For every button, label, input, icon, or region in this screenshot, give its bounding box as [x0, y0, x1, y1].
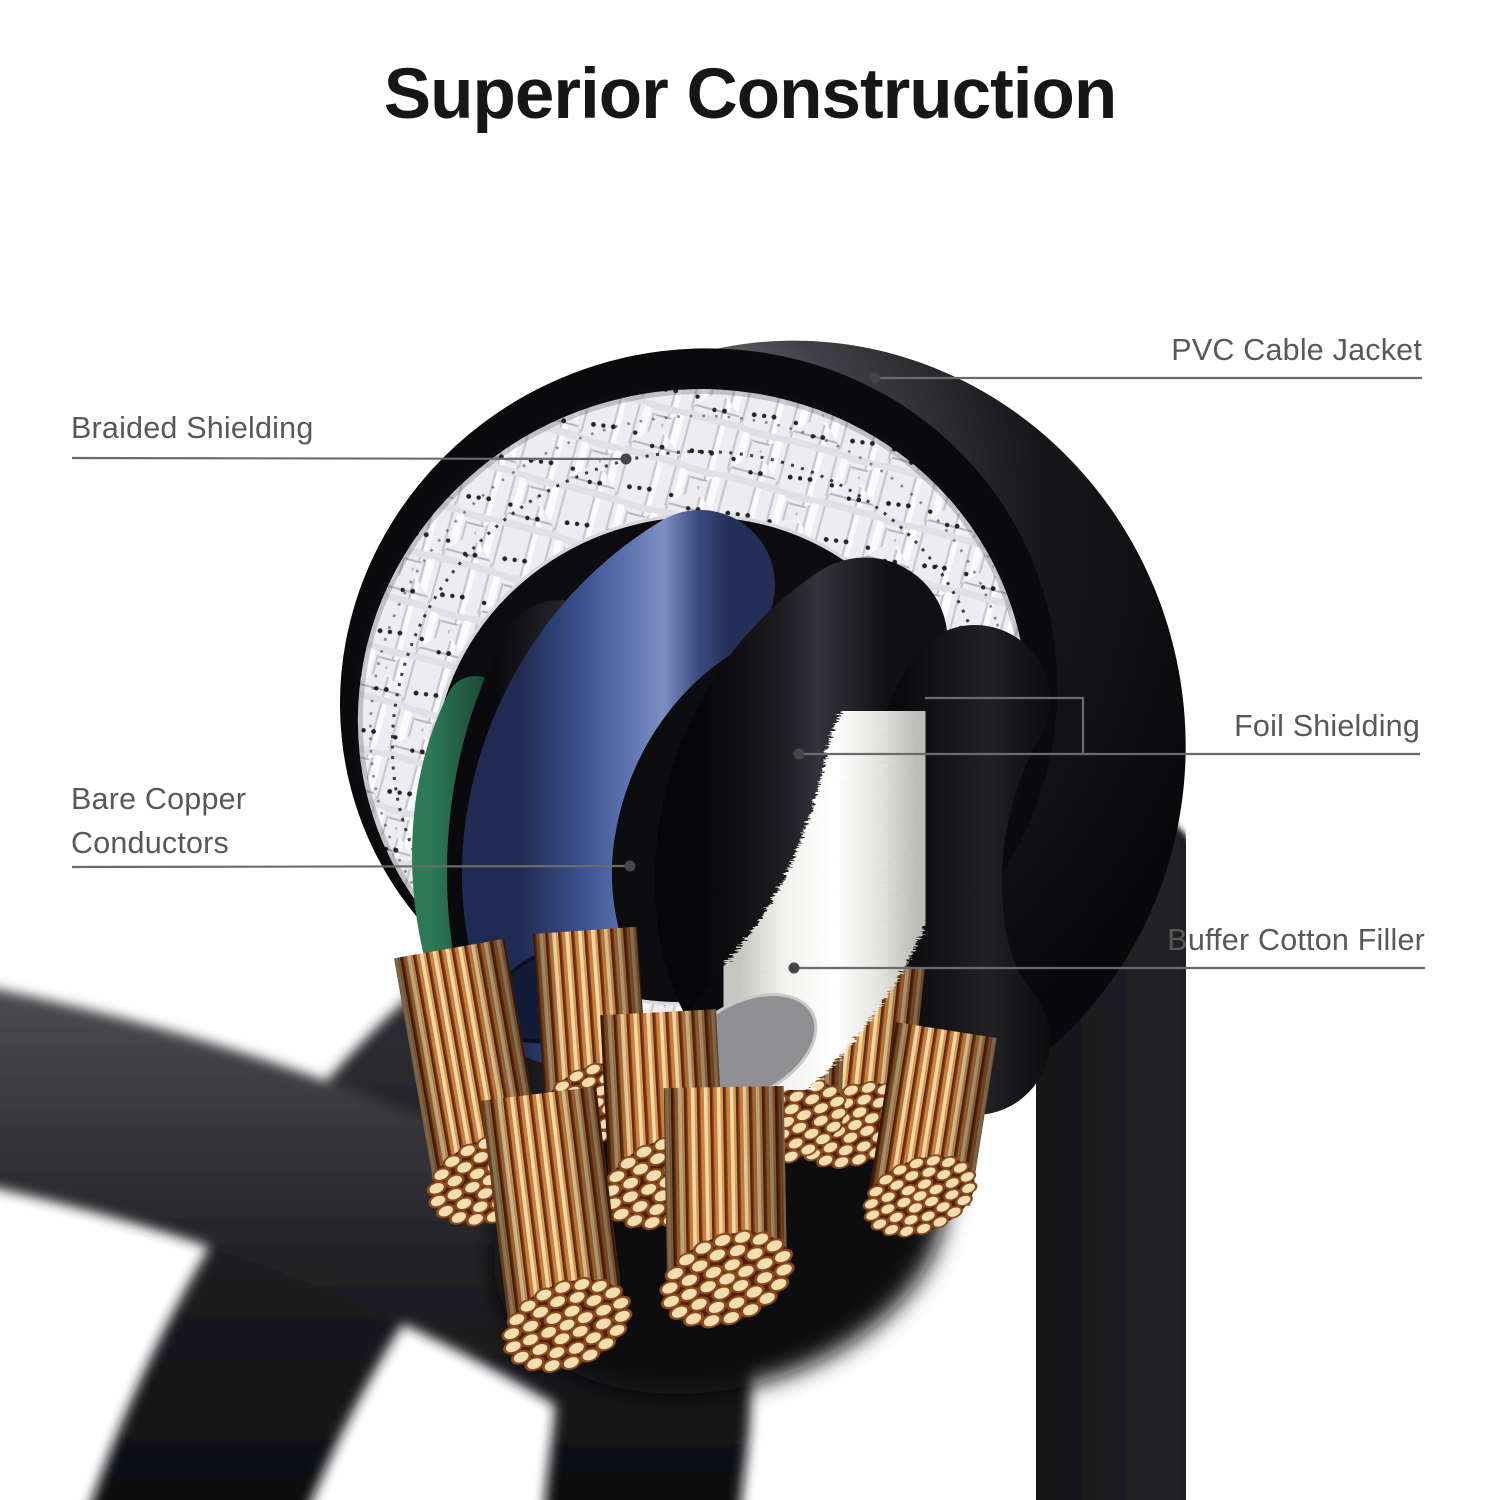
leader-dot-pvc-cable-jacket — [869, 372, 881, 384]
label-foil-shielding: Foil Shielding — [1234, 709, 1420, 743]
label-bare-copper-line2: Conductors — [71, 826, 229, 860]
copper-bundle-shade — [481, 1086, 625, 1335]
leader-dot-foil-shielding — [793, 748, 805, 760]
label-bare-copper-line1: Bare Copper — [71, 782, 247, 816]
label-buffer-cotton-filler: Buffer Cotton Filler — [1167, 923, 1425, 957]
leader-line-bare-copper-conductors — [71, 864, 631, 869]
leader-line-braided-shielding — [71, 456, 627, 461]
blue-insulated-wire — [461, 510, 775, 1065]
label-pvc-cable-jacket: PVC Cable Jacket — [1171, 333, 1422, 367]
braided-shield-ring — [357, 389, 1028, 1036]
copper-bundles — [394, 681, 997, 1391]
leader-line-foil-shielding — [799, 696, 1420, 756]
copper-bundle — [481, 1086, 625, 1335]
cable-loop-bottom-right — [915, 787, 1307, 1500]
leader-dot-bare-copper-conductors — [624, 860, 636, 872]
leader-lines — [71, 376, 1425, 970]
label-braided-shielding: Braided Shielding — [71, 411, 314, 445]
leader-dot-buffer-cotton-filler — [788, 962, 800, 974]
label-bare-copper-conductors: Bare Copper Conductors — [71, 777, 246, 865]
copper-bundle — [869, 1022, 997, 1206]
page-title: Superior Construction — [383, 55, 1117, 134]
copper-bundle-shade — [869, 1022, 997, 1206]
leader-dot-braided-shielding — [620, 453, 632, 465]
leader-dots — [620, 372, 881, 974]
